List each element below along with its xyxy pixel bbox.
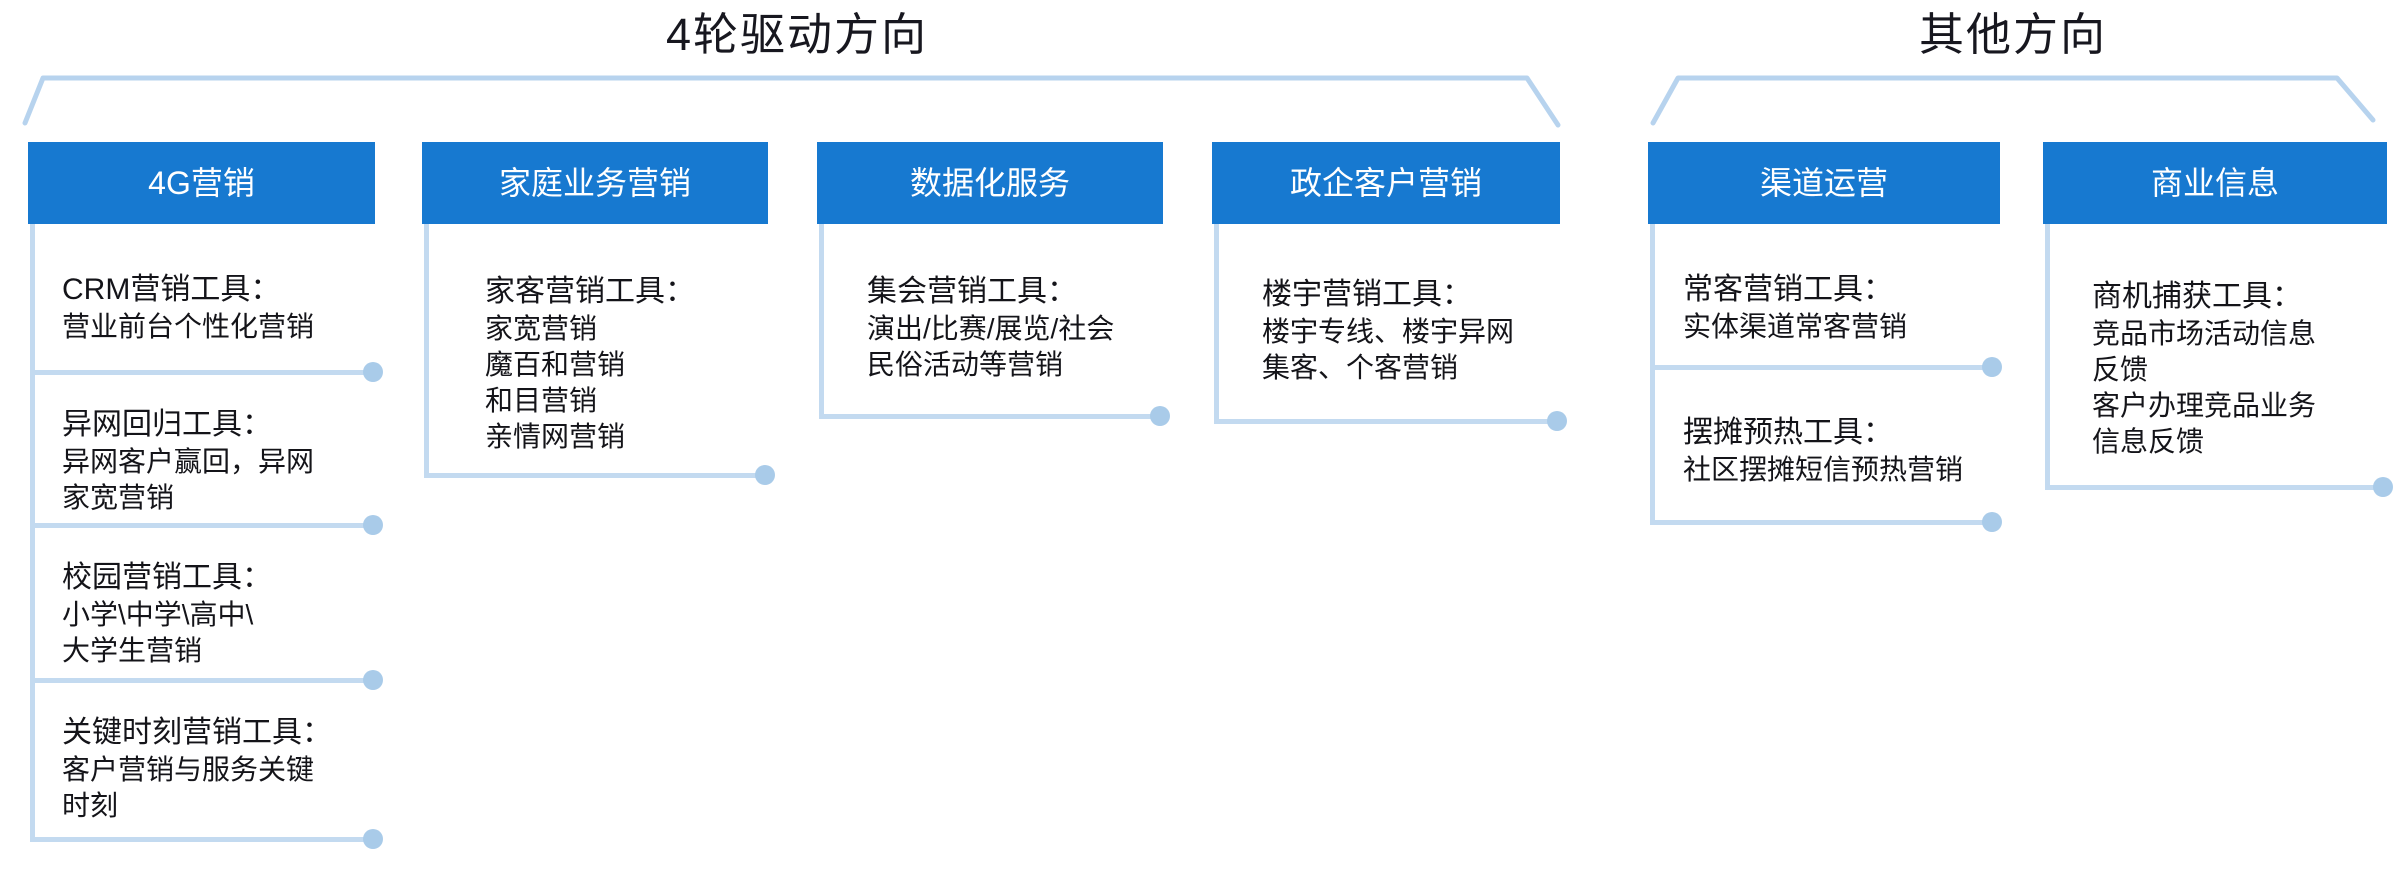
- connector-hline: [424, 473, 765, 478]
- tool-item-title: 楼宇营销工具：: [1262, 278, 1472, 311]
- connector-dot: [755, 465, 775, 485]
- connector-dot: [1982, 512, 2002, 532]
- tool-item-title: 摆摊预热工具：: [1683, 416, 1893, 449]
- column-header-4g: 4G营销: [28, 142, 375, 224]
- connector-vline: [2045, 224, 2050, 490]
- tool-item-home-customer: 家客营销工具： 家宽营销 魔百和营销 和目营销 亲情网营销: [485, 273, 695, 455]
- connector-dot: [363, 829, 383, 849]
- bracket-4wheel: [22, 75, 1561, 128]
- group-title-other: 其他方向: [1918, 9, 2107, 60]
- tool-item-gathering: 集会营销工具： 演出/比赛/展览/社会 民俗活动等营销: [867, 273, 1114, 383]
- tool-item-crm: CRM营销工具： 营业前台个性化营销: [62, 271, 314, 345]
- connector-hline: [1650, 520, 1992, 525]
- tool-item-building: 楼宇营销工具： 楼宇专线、楼宇异网 集客、个客营销: [1262, 276, 1514, 386]
- connector-hline: [30, 370, 373, 375]
- tool-item-line: 家宽营销: [485, 313, 598, 344]
- tool-item-line: 实体渠道常客营销: [1683, 311, 1908, 342]
- connector-hline: [2045, 485, 2383, 490]
- connector-dot: [1547, 411, 1567, 431]
- connector-hline: [1214, 419, 1557, 424]
- tool-item-opportunity-capture: 商机捕获工具： 竞品市场活动信息 反馈 客户办理竞品业务 信息反馈: [2092, 278, 2316, 460]
- tool-item-line: 集客、个客营销: [1262, 352, 1459, 383]
- tool-item-title: 家客营销工具：: [485, 275, 695, 308]
- tool-item-othernet-return: 异网回归工具： 异网客户赢回，异网 家宽营销: [62, 406, 314, 516]
- tool-item-line: 客户营销与服务关键: [62, 754, 315, 785]
- tool-item-line: 竞品市场活动信息: [2092, 318, 2317, 349]
- connector-dot: [2373, 477, 2393, 497]
- tool-item-title: 异网回归工具：: [62, 408, 272, 441]
- connector-vline: [819, 224, 824, 419]
- column-header-data-service: 数据化服务: [817, 142, 1163, 224]
- connector-hline: [30, 678, 373, 683]
- tool-item-line: 亲情网营销: [485, 421, 626, 452]
- tool-item-line: 和目营销: [485, 385, 598, 416]
- connector-dot: [363, 670, 383, 690]
- tool-item-title: 校园营销工具：: [62, 561, 272, 594]
- tool-item-line: 社区摆摊短信预热营销: [1683, 454, 1964, 485]
- tool-item-line: 演出/比赛/展览/社会: [867, 313, 1115, 344]
- tool-item-line: 家宽营销: [62, 482, 175, 513]
- tool-item-line: 民俗活动等营销: [867, 349, 1064, 380]
- column-header-home: 家庭业务营销: [422, 142, 768, 224]
- tool-item-line: 小学\中学\高中\: [62, 599, 254, 630]
- connector-vline: [424, 224, 429, 478]
- tool-item-line: 信息反馈: [2092, 426, 2205, 457]
- tool-item-line: 魔百和营销: [485, 349, 626, 380]
- tool-item-line: 大学生营销: [62, 635, 203, 666]
- connector-dot: [1150, 406, 1170, 426]
- tool-item-line: 楼宇专线、楼宇异网: [1262, 316, 1515, 347]
- tool-item-line: 营业前台个性化营销: [62, 311, 315, 342]
- connector-vline: [1650, 224, 1655, 525]
- column-header-gov-enterprise: 政企客户营销: [1212, 142, 1560, 224]
- connector-hline: [30, 837, 373, 842]
- tool-item-title: 关键时刻营销工具：: [62, 716, 332, 749]
- tool-item-line: 反馈: [2092, 354, 2149, 385]
- tool-item-stall-preheat: 摆摊预热工具： 社区摆摊短信预热营销: [1683, 414, 1963, 488]
- connector-hline: [1650, 365, 1992, 370]
- connector-vline: [30, 224, 35, 842]
- tool-item-key-moment: 关键时刻营销工具： 客户营销与服务关键 时刻: [62, 714, 332, 824]
- tool-item-regular-customer: 常客营销工具： 实体渠道常客营销: [1683, 271, 1907, 345]
- connector-hline: [30, 523, 373, 528]
- connector-dot: [1982, 357, 2002, 377]
- connector-dot: [363, 362, 383, 382]
- connector-hline: [819, 414, 1160, 419]
- column-header-business-info: 商业信息: [2043, 142, 2387, 224]
- tool-item-line: 时刻: [62, 790, 119, 821]
- group-title-4wheel: 4轮驱动方向: [665, 9, 929, 60]
- tool-item-title: 商机捕获工具：: [2092, 280, 2302, 313]
- tool-item-title: 集会营销工具：: [867, 275, 1077, 308]
- tool-item-line: 客户办理竞品业务: [2092, 390, 2317, 421]
- connector-dot: [363, 515, 383, 535]
- tool-item-line: 异网客户赢回，异网: [62, 446, 315, 477]
- tool-item-title: 常客营销工具：: [1683, 273, 1893, 306]
- tool-item-campus: 校园营销工具： 小学\中学\高中\ 大学生营销: [62, 559, 272, 669]
- bracket-other: [1650, 75, 2376, 126]
- tool-item-title: CRM营销工具：: [62, 273, 281, 306]
- connector-vline: [1214, 224, 1219, 424]
- column-header-channel: 渠道运营: [1648, 142, 2000, 224]
